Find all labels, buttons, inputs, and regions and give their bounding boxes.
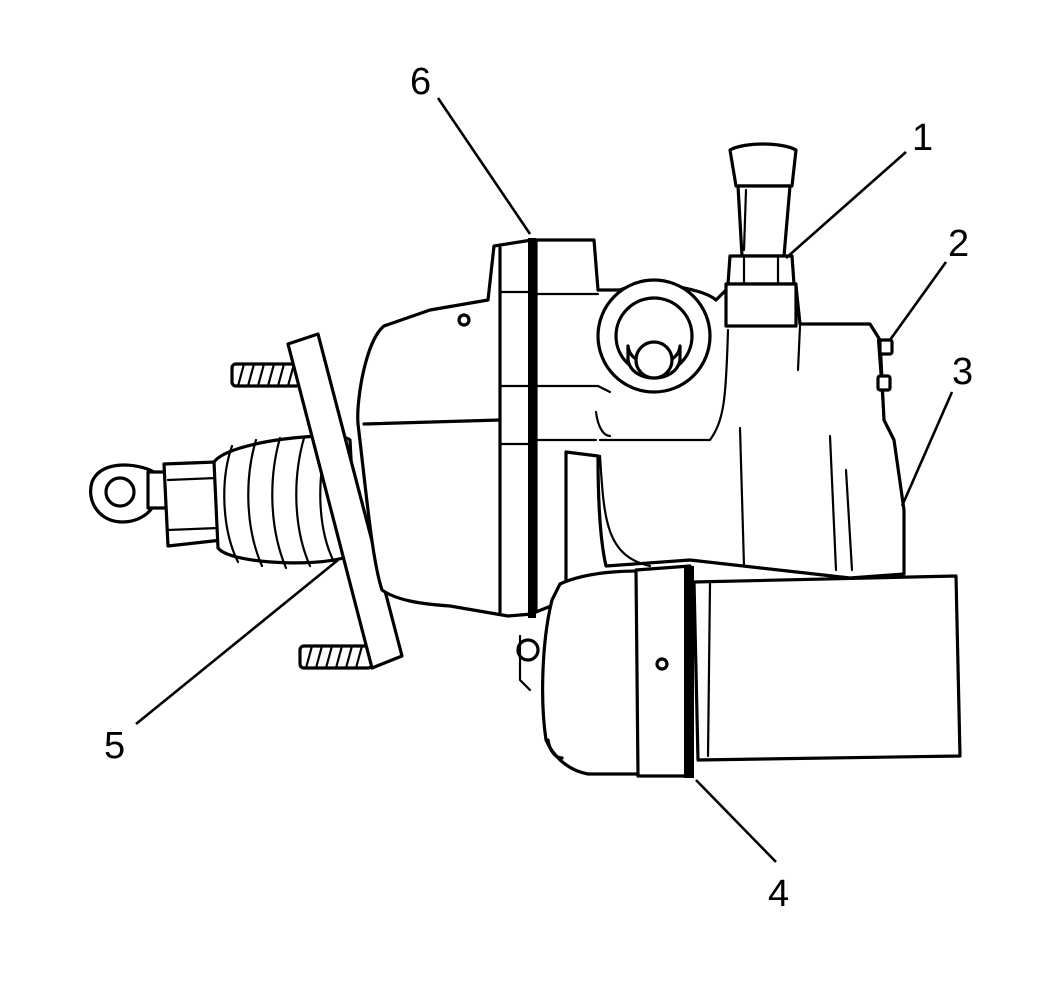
leader-3 [900, 391, 954, 507]
cylinder-block [692, 574, 962, 762]
leader-1 [785, 151, 907, 259]
shell-seam-band [528, 238, 536, 618]
leader-6 [436, 97, 532, 235]
cylinder-seal-ring [684, 566, 694, 778]
callout-1: 1 [912, 117, 933, 159]
leader-2 [888, 261, 948, 341]
callout-3: 3 [952, 351, 973, 393]
mounting-flange-plate [286, 332, 404, 670]
booster-rear-shell [356, 238, 534, 618]
callout-labels: 1 2 3 4 5 6 [104, 61, 973, 915]
callout-5: 5 [104, 725, 125, 767]
vacuum-port [596, 278, 712, 394]
sensor-studs [876, 338, 894, 392]
leader-5 [135, 558, 339, 726]
upper-stud [230, 362, 302, 388]
leader-4 [695, 779, 777, 863]
check-valve-fitting [724, 142, 798, 328]
pushrod-housing [162, 460, 224, 548]
callout-2: 2 [948, 223, 969, 265]
booster-front-shell [534, 238, 906, 614]
leader-lines [135, 97, 954, 863]
lower-stud [298, 644, 374, 670]
callout-6: 6 [410, 61, 431, 103]
pushrod-eyelet [89, 463, 168, 524]
callout-4: 4 [768, 873, 789, 915]
